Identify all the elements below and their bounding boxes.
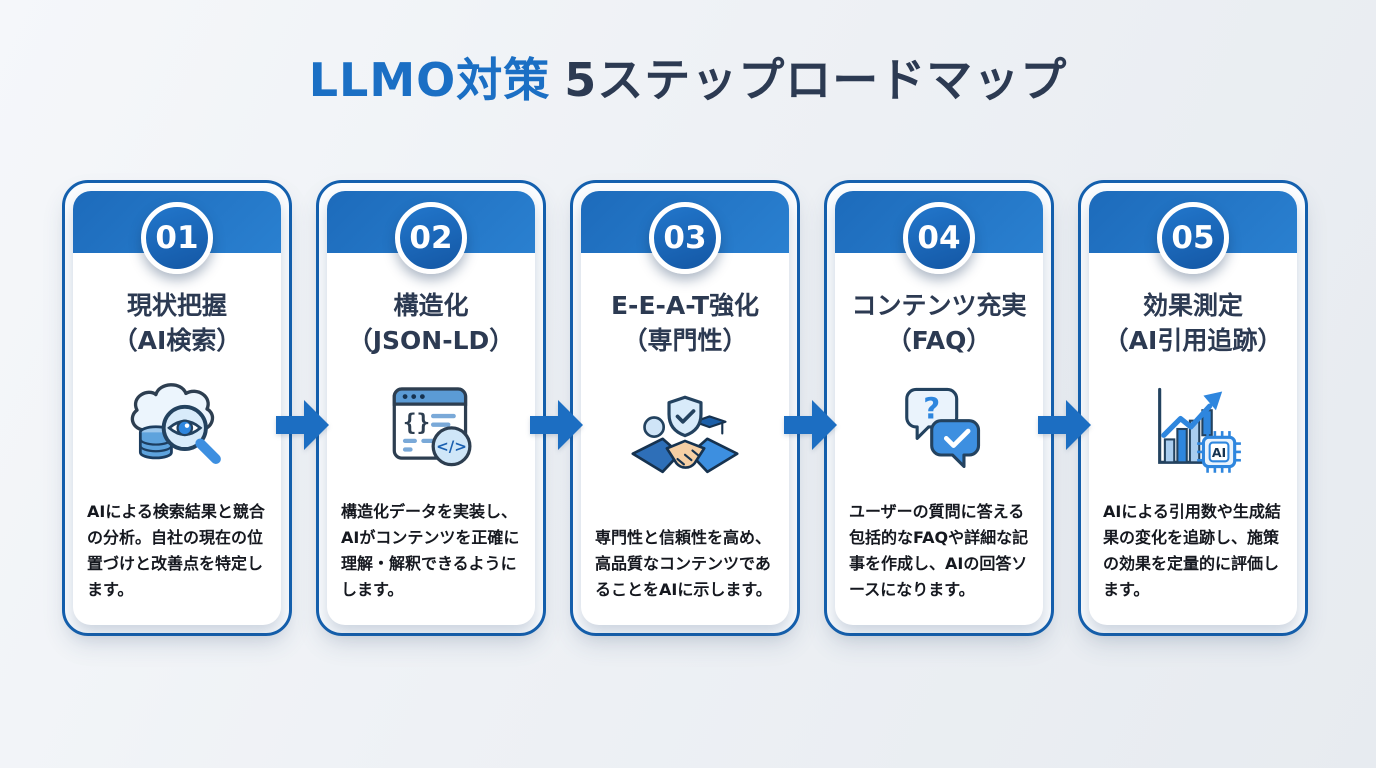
svg-text:</>: </>	[436, 437, 467, 455]
flow-arrow-icon	[530, 400, 583, 450]
page-title-highlight: LLMO対策	[308, 53, 551, 107]
step-card-4: 04 コンテンツ充実 （FAQ） ? ユーザーの質問に答える包括的なFAQや詳細…	[824, 180, 1054, 636]
step-title-main: 現状把握	[126, 291, 227, 320]
flow-arrow-icon	[276, 400, 329, 450]
handshake-shield-icon	[581, 358, 789, 525]
step-card-4-inner: 04 コンテンツ充実 （FAQ） ? ユーザーの質問に答える包括的なFAQや詳細…	[835, 191, 1043, 625]
step-card-3-inner: 03 E-E-A-T強化 （専門性）	[581, 191, 789, 625]
step-title-main: コンテンツ充実	[851, 291, 1027, 320]
svg-text:AI: AI	[1212, 445, 1226, 460]
step-title-main: 構造化	[393, 291, 469, 320]
step-number-badge: 01	[141, 202, 213, 274]
step-title: 現状把握 （AI検索）	[73, 289, 281, 358]
cloud-search-eye-icon	[73, 358, 281, 499]
step-description: AIによる引用数や生成結果の変化を追跡し、施策の効果を定量的に評価します。	[1103, 502, 1281, 600]
step-title-sub: （専門性）	[622, 325, 748, 355]
flow-arrow-icon	[1038, 400, 1091, 450]
step-description: 構造化データを実装し、AIがコンテンツを正確に理解・解釈できるようにします。	[341, 502, 520, 600]
step-number-badge: 02	[395, 202, 467, 274]
structured-data-code-icon: {} </>	[327, 358, 535, 499]
step-card-1-inner: 01 現状把握 （AI検索）	[73, 191, 281, 625]
svg-text:{}: {}	[403, 410, 430, 436]
flow-arrow-icon	[784, 400, 837, 450]
step-description: AIによる検索結果と競合の分析。自社の現在の位置づけと改善点を特定します。	[87, 502, 265, 600]
step-card-5-inner: 05 効果測定 （AI引用追跡）	[1089, 191, 1297, 625]
step-title-sub: （AI引用追跡）	[1103, 325, 1283, 355]
step-title-main: 効果測定	[1142, 291, 1243, 320]
step-card-5: 05 効果測定 （AI引用追跡）	[1078, 180, 1308, 636]
step-card-2: 02 構造化 （JSON-LD） {}	[316, 180, 546, 636]
step-card-3: 03 E-E-A-T強化 （専門性）	[570, 180, 800, 636]
faq-bubbles-icon: ?	[835, 358, 1043, 499]
step-title: E-E-A-T強化 （専門性）	[581, 289, 789, 358]
steps-row: 01 現状把握 （AI検索）	[62, 180, 1308, 636]
page-title-rest: 5ステップロードマップ	[564, 53, 1068, 107]
step-title-sub: （AI検索）	[112, 325, 242, 355]
step-number-badge: 03	[649, 202, 721, 274]
step-description: ユーザーの質問に答える包括的なFAQや詳細な記事を作成し、AIの回答ソースになり…	[849, 502, 1029, 600]
step-number-badge: 05	[1157, 202, 1229, 274]
step-title: 効果測定 （AI引用追跡）	[1089, 289, 1297, 358]
step-number-badge: 04	[903, 202, 975, 274]
svg-text:?: ?	[923, 391, 940, 425]
step-title: コンテンツ充実 （FAQ）	[835, 289, 1043, 358]
step-title-sub: （FAQ）	[886, 325, 992, 355]
step-title-main: E-E-A-T強化	[610, 291, 759, 320]
step-title: 構造化 （JSON-LD）	[327, 289, 535, 358]
step-card-2-inner: 02 構造化 （JSON-LD） {}	[327, 191, 535, 625]
step-description: 専門性と信頼性を高め、高品質なコンテンツであることをAIに示します。	[595, 528, 772, 600]
chart-ai-chip-icon: AI	[1089, 358, 1297, 499]
step-card-1: 01 現状把握 （AI検索）	[62, 180, 292, 636]
step-title-sub: （JSON-LD）	[347, 325, 515, 355]
